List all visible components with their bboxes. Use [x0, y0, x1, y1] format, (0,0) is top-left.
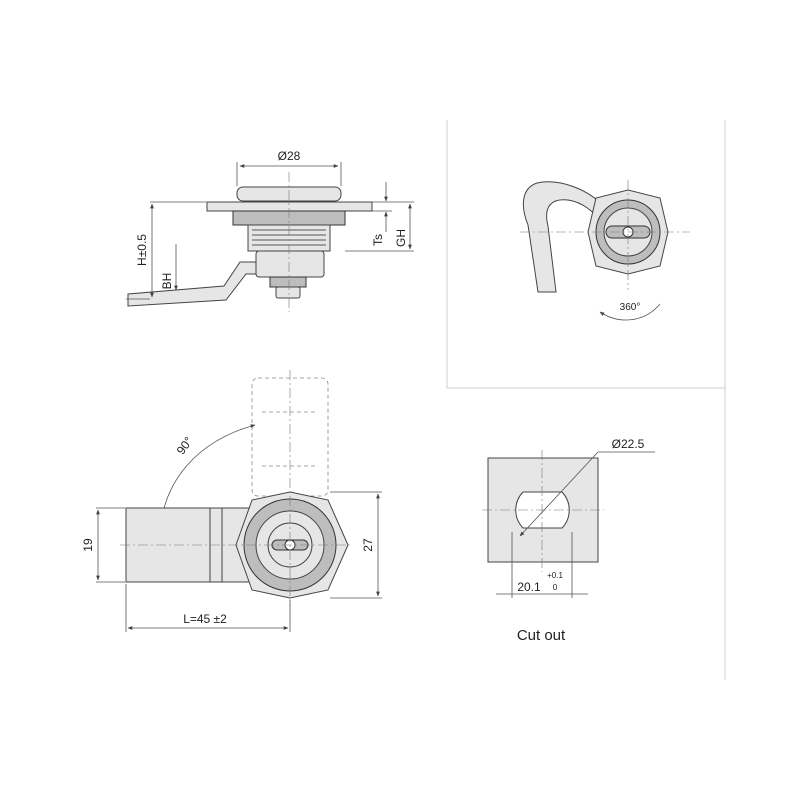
cutout-tol-upper: +0.1	[547, 571, 563, 580]
cutout-flat-label: 20.1	[517, 580, 541, 594]
gh-label: GH	[394, 229, 408, 247]
swing-angle-label: 90°	[174, 434, 196, 457]
ts-label: Ts	[371, 234, 385, 246]
lower-body	[255, 250, 325, 278]
height-label: 27	[361, 538, 375, 552]
side-view: Ø28 H±0.5 BH Ts GH	[126, 149, 414, 312]
height-label: H±0.5	[135, 234, 149, 266]
diameter-label: Ø28	[278, 149, 301, 163]
width-label: 19	[81, 538, 95, 552]
cutout-view: Ø22.5 20.1 +0.1 0 Cut out	[482, 437, 655, 644]
cam-arm	[127, 261, 257, 307]
cutout-caption: Cut out	[517, 627, 566, 644]
cutout-diameter-leader	[519, 451, 599, 537]
bh-label: BH	[160, 273, 174, 290]
hook-arm	[522, 181, 606, 293]
rotation-label: 360°	[620, 302, 641, 313]
length-label: L=45 ±2	[183, 612, 227, 626]
cutout-diameter-label: Ø22.5	[612, 437, 645, 451]
spindle	[269, 276, 307, 288]
screw	[275, 286, 301, 299]
front-view: 90° 19 27 L=45 ±2	[81, 370, 382, 632]
rotation-view: 360°	[446, 120, 726, 680]
cutout-tol-lower: 0	[553, 583, 558, 592]
rotation-arrow	[599, 303, 661, 321]
panel-plate	[206, 201, 373, 212]
